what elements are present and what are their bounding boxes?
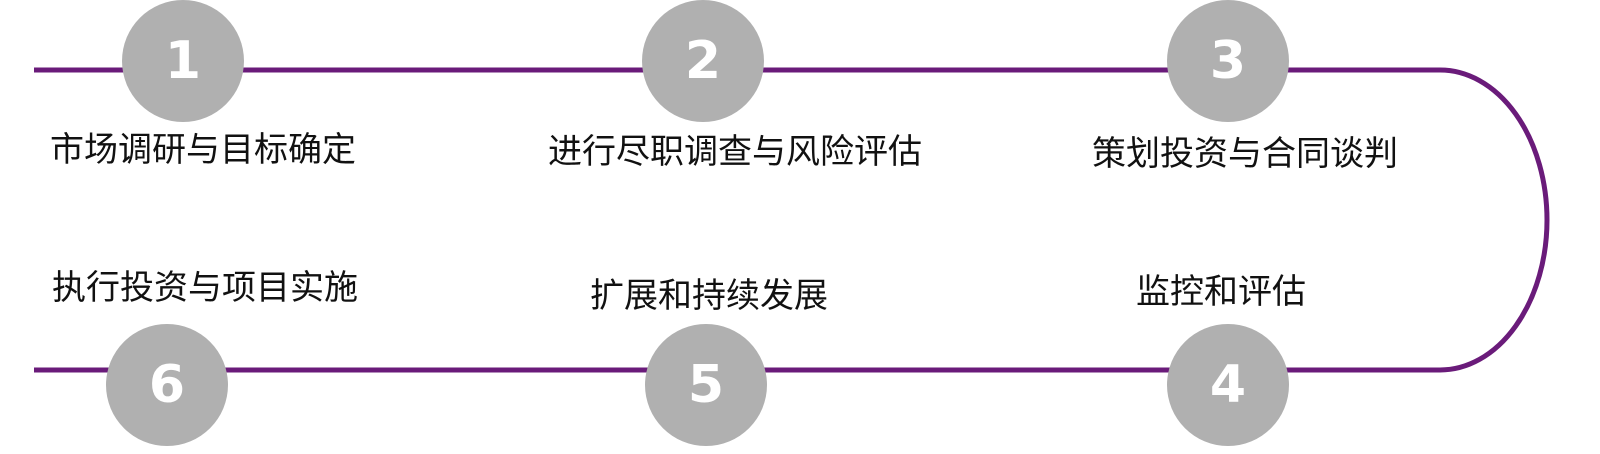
step-1-number: 1 [164, 31, 202, 91]
step-4-label: 监控和评估 [1136, 272, 1306, 312]
step-6-number: 6 [148, 355, 186, 415]
step-3-label: 策划投资与合同谈判 [1092, 134, 1398, 174]
step-6-circle: 6 [106, 324, 228, 446]
track-line [34, 67, 1550, 373]
step-5-number: 5 [687, 355, 725, 415]
step-2-number: 2 [684, 31, 722, 91]
step-2-label: 进行尽职调查与风险评估 [548, 132, 922, 172]
step-3-circle: 3 [1167, 0, 1289, 122]
step-5-circle: 5 [645, 324, 767, 446]
step-6-label: 执行投资与项目实施 [52, 268, 358, 308]
step-1-circle: 1 [122, 0, 244, 122]
step-2-circle: 2 [642, 0, 764, 122]
step-4-number: 4 [1209, 355, 1247, 415]
step-4-circle: 4 [1167, 324, 1289, 446]
step-1-label: 市场调研与目标确定 [50, 130, 356, 170]
step-5-label: 扩展和持续发展 [590, 276, 828, 316]
step-3-number: 3 [1209, 31, 1247, 91]
